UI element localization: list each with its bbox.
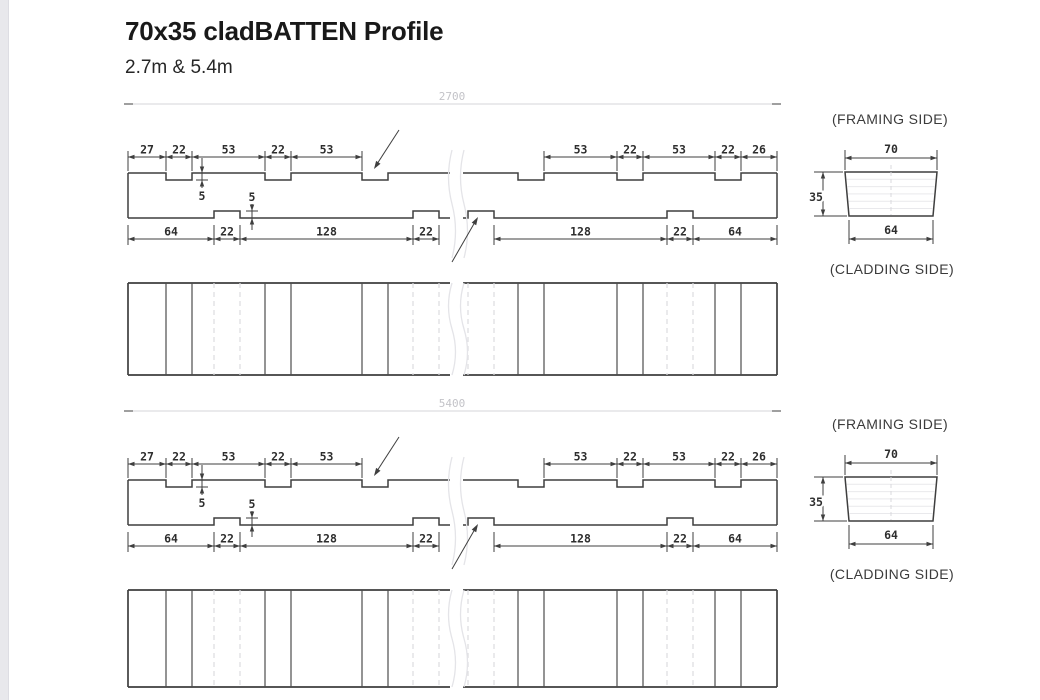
svg-text:27: 27	[140, 143, 154, 157]
svg-text:(CLADDING SIDE): (CLADDING SIDE)	[830, 261, 954, 277]
svg-text:128: 128	[570, 225, 591, 239]
svg-text:(FRAMING SIDE): (FRAMING SIDE)	[832, 111, 948, 127]
svg-text:5: 5	[249, 497, 256, 511]
profile-view-batten-5400: 5400 27 22 53 22 53 53 22 53 22 26 64 22 128 22 128 22 64…	[124, 395, 781, 570]
svg-text:2700: 2700	[439, 90, 466, 103]
svg-text:22: 22	[220, 532, 234, 546]
svg-text:22: 22	[721, 143, 735, 157]
svg-text:53: 53	[574, 143, 588, 157]
svg-text:64: 64	[164, 532, 178, 546]
svg-text:22: 22	[623, 450, 637, 464]
plan-view-batten-2700	[127, 282, 778, 376]
svg-text:5: 5	[199, 496, 206, 510]
svg-text:22: 22	[721, 450, 735, 464]
svg-text:22: 22	[271, 450, 285, 464]
svg-text:22: 22	[220, 225, 234, 239]
svg-text:27: 27	[140, 450, 154, 464]
svg-text:5: 5	[199, 189, 206, 203]
svg-text:26: 26	[752, 450, 766, 464]
svg-text:53: 53	[222, 143, 236, 157]
svg-text:64: 64	[728, 225, 742, 239]
svg-text:5: 5	[249, 190, 256, 204]
svg-text:53: 53	[222, 450, 236, 464]
svg-text:53: 53	[320, 450, 334, 464]
svg-text:64: 64	[728, 532, 742, 546]
plan-view-batten-5400	[127, 589, 778, 688]
svg-text:53: 53	[672, 450, 686, 464]
page-title: 70x35 cladBATTEN Profile	[125, 16, 444, 46]
svg-text:35: 35	[809, 495, 823, 509]
profile-view-batten-2700: 2700 27 22 53 22 53 53 22 53 22 26 64 22 128 22 128 22 64…	[124, 88, 781, 263]
svg-text:5400: 5400	[439, 397, 466, 410]
svg-text:(CLADDING SIDE): (CLADDING SIDE)	[830, 566, 954, 582]
cross-section-batten-2700: (FRAMING SIDE) 70 35 64 (CLADDING SIDE)	[807, 111, 954, 277]
svg-text:22: 22	[673, 225, 687, 239]
left-gutter	[0, 0, 9, 700]
svg-text:22: 22	[673, 532, 687, 546]
svg-text:70: 70	[884, 447, 898, 461]
svg-text:53: 53	[320, 143, 334, 157]
svg-text:22: 22	[419, 532, 433, 546]
svg-text:22: 22	[623, 143, 637, 157]
page-subtitle: 2.7m & 5.4m	[125, 57, 233, 78]
svg-text:128: 128	[570, 532, 591, 546]
cross-section-batten-5400: (FRAMING SIDE) 70 35 64 (CLADDING SIDE)	[807, 416, 954, 582]
svg-text:53: 53	[672, 143, 686, 157]
svg-text:22: 22	[419, 225, 433, 239]
svg-text:53: 53	[574, 450, 588, 464]
svg-text:(FRAMING SIDE): (FRAMING SIDE)	[832, 416, 948, 432]
svg-text:22: 22	[271, 143, 285, 157]
svg-text:128: 128	[316, 225, 337, 239]
svg-text:70: 70	[884, 142, 898, 156]
svg-text:22: 22	[172, 143, 186, 157]
svg-text:22: 22	[172, 450, 186, 464]
svg-text:35: 35	[809, 190, 823, 204]
svg-text:26: 26	[752, 143, 766, 157]
svg-text:64: 64	[884, 223, 898, 237]
svg-text:64: 64	[884, 528, 898, 542]
svg-text:128: 128	[316, 532, 337, 546]
svg-text:64: 64	[164, 225, 178, 239]
